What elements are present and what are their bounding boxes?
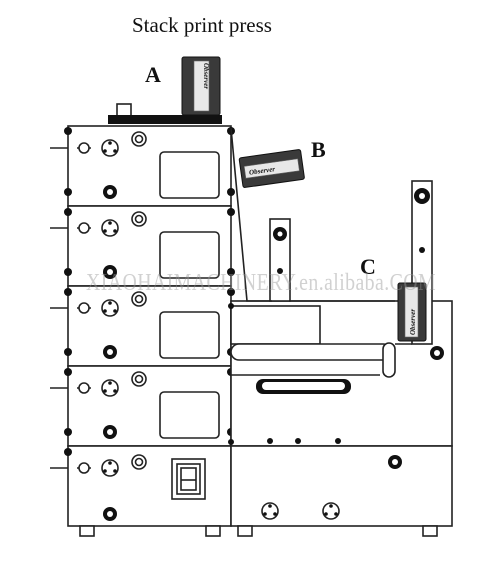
stack-top-knob bbox=[116, 103, 132, 117]
print-stack bbox=[50, 103, 235, 537]
rewind-foot-right bbox=[422, 525, 438, 537]
sensor-c: Observer bbox=[397, 282, 427, 342]
sensor-a: Observer bbox=[181, 56, 221, 116]
stack-top-plate bbox=[108, 115, 222, 124]
roller-end-cap bbox=[382, 342, 396, 378]
label-c: C bbox=[360, 254, 376, 279]
stack-foot-left bbox=[79, 525, 95, 537]
guide-post-short bbox=[269, 218, 291, 302]
rewind-foot-left bbox=[237, 525, 253, 537]
label-b: B bbox=[311, 137, 326, 162]
web-path-c bbox=[289, 300, 412, 345]
stack-foot-right bbox=[205, 525, 221, 537]
svg-text:Observer: Observer bbox=[202, 63, 210, 89]
rewind-inner-panel bbox=[230, 305, 321, 345]
long-roller bbox=[230, 343, 392, 361]
diagram-title: Stack print press bbox=[132, 13, 272, 37]
control-switch-box bbox=[171, 458, 206, 500]
print-unit-base bbox=[67, 445, 232, 527]
watermark: XIAOHAIMACHINERY.en.alibaba.COM bbox=[86, 270, 436, 296]
label-a: A bbox=[145, 62, 161, 87]
svg-text:Observer: Observer bbox=[409, 309, 417, 335]
svg-text:Observer: Observer bbox=[249, 165, 276, 177]
sensor-b: Observer bbox=[238, 149, 305, 188]
side-pins bbox=[50, 147, 68, 469]
unit-details bbox=[77, 131, 220, 521]
web-path-b bbox=[230, 127, 272, 302]
